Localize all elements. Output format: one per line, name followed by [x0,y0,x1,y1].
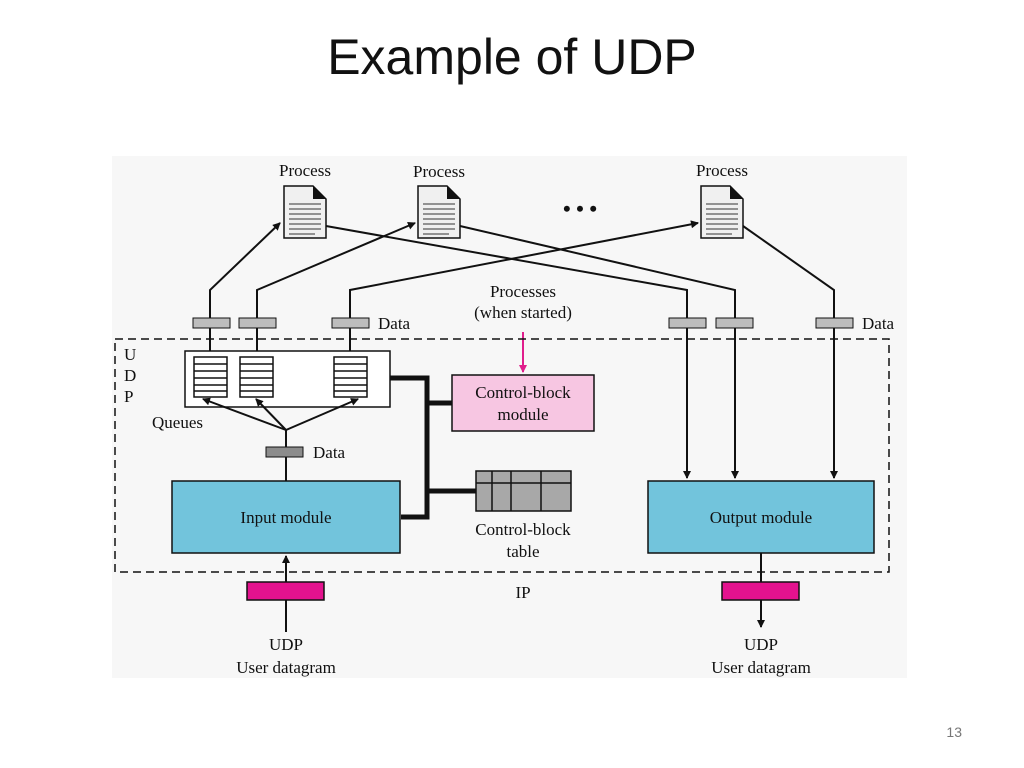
udp-datagram-out [721,581,800,601]
queue-to-process-line [349,220,699,357]
data-chip [331,317,370,329]
queues-label: Queues [152,413,203,432]
output-module-label: Output module [710,508,812,527]
udp-letter-u: U [124,345,136,364]
process-label-3: Process [696,161,748,180]
data-chip [668,317,707,329]
udp-out-line2: User datagram [711,658,811,677]
udp-letter-d: D [124,366,136,385]
control-block-module-line1: Control-block [475,383,571,402]
queue-to-process-line [209,222,281,357]
process-label-1: Process [279,161,331,180]
queue [193,356,228,398]
data-label-right: Data [862,314,895,333]
control-block-table-line2: table [506,542,539,561]
udp-out-line1: UDP [744,635,778,654]
data-chip [238,317,277,329]
data-chip [815,317,854,329]
fanout-arrow [255,398,287,431]
data-label-left: Data [378,314,411,333]
page-number: 13 [946,724,962,740]
control-block-table [475,470,572,512]
process-icon [700,185,744,239]
process-icon [283,185,327,239]
processes-note-line2: (when started) [474,303,572,322]
udp-letter-p: P [124,387,133,406]
fanout-arrow [285,398,359,431]
control-connector [390,375,430,520]
fanout-arrow [202,397,287,431]
queue [239,356,274,398]
queue-to-process-line [256,222,416,357]
control-block-module [451,374,595,432]
udp-in-line2: User datagram [236,658,336,677]
ellipsis: • • • [563,196,597,221]
input-module-label: Input module [240,508,331,527]
slide-title: Example of UDP [327,29,697,85]
input-module [171,480,401,554]
data-label-center: Data [313,443,346,462]
process-label-2: Process [413,162,465,181]
process-icon [417,185,461,239]
data-chip [715,317,754,329]
ip-label: IP [515,583,530,602]
process-to-output-line [742,225,838,479]
process-to-output-line [459,225,739,479]
control-block-module-line2: module [498,405,549,424]
udp-boundary [114,338,890,573]
processes-note-line1: Processes [490,282,556,301]
data-chip [265,446,304,458]
control-block-table-line1: Control-block [475,520,571,539]
udp-in-line1: UDP [269,635,303,654]
process-to-output-line [325,225,691,479]
queue [333,356,368,398]
udp-datagram-in [246,581,325,601]
data-chip [192,317,231,329]
